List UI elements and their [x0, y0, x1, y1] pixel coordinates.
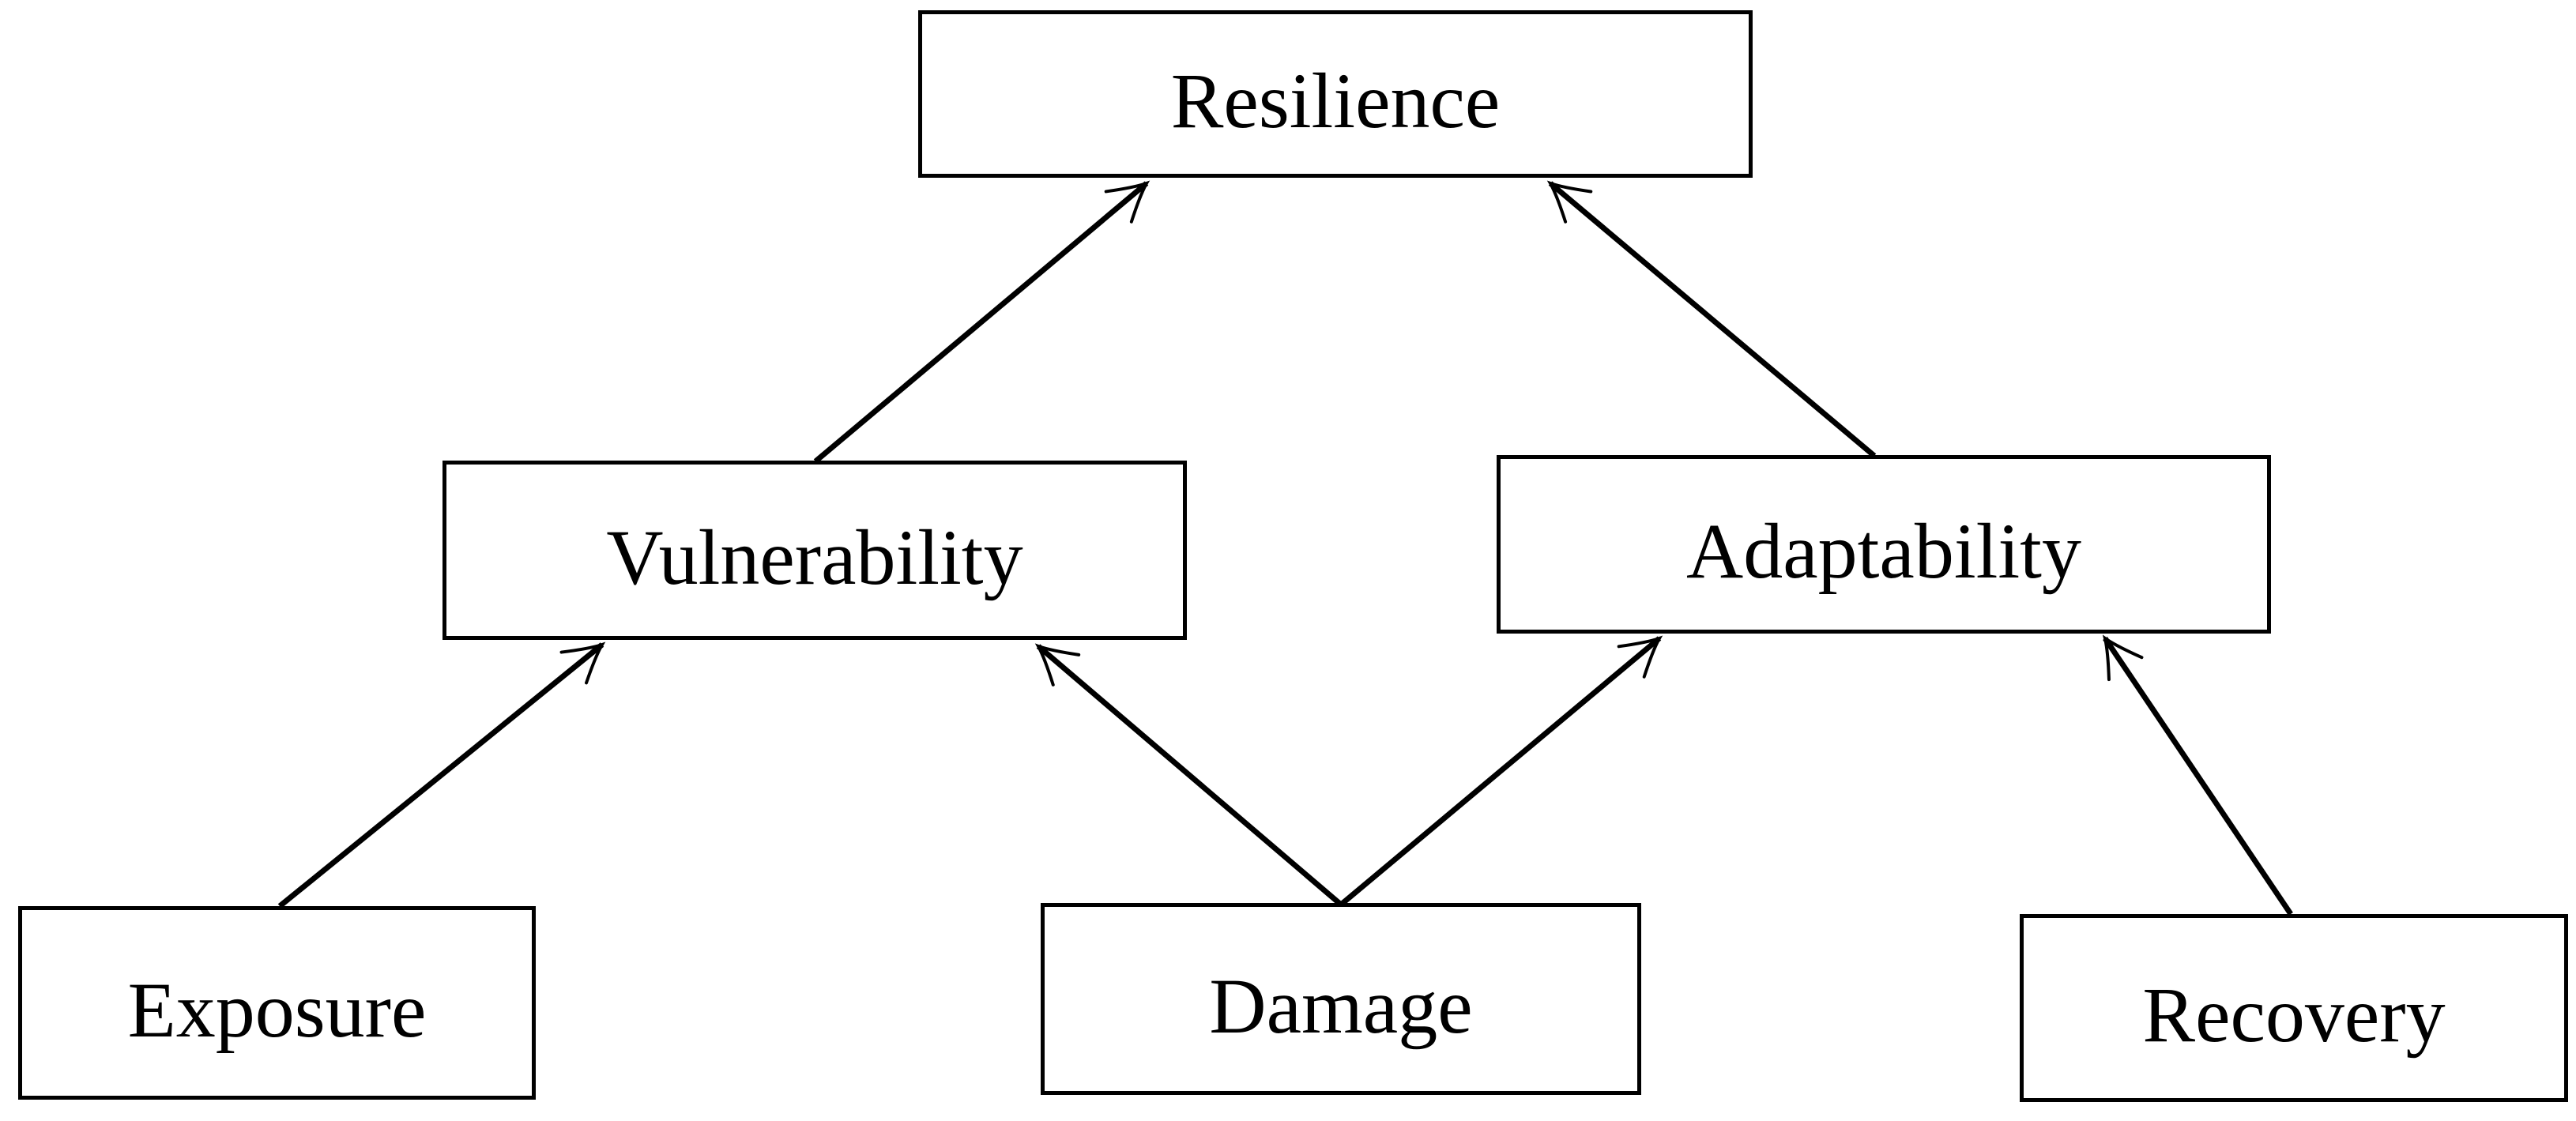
node-recovery: Recovery	[2020, 914, 2568, 1102]
node-vulnerability: Vulnerability	[443, 461, 1187, 640]
edge-damage-to-adaptability	[1339, 635, 1663, 907]
node-resilience: Resilience	[918, 10, 1753, 178]
edge-damage-to-vulnerability	[1034, 643, 1343, 907]
node-damage: Damage	[1041, 903, 1641, 1095]
edge-exposure-to-vulnerability	[277, 641, 606, 908]
edge-vulnerability-to-resilience	[813, 180, 1151, 464]
node-label-damage: Damage	[1209, 961, 1473, 1050]
node-label-resilience: Resilience	[1170, 57, 1501, 145]
node-label-exposure: Exposure	[127, 965, 427, 1054]
node-adaptability: Adaptability	[1497, 455, 2271, 634]
node-label-vulnerability: Vulnerability	[606, 513, 1023, 601]
node-exposure: Exposure	[18, 906, 536, 1100]
edge-recovery-to-adaptability	[2102, 634, 2293, 916]
node-label-recovery: Recovery	[2142, 971, 2446, 1059]
node-label-adaptability: Adaptability	[1686, 507, 2081, 595]
edge-adaptability-to-resilience	[1546, 180, 1877, 458]
